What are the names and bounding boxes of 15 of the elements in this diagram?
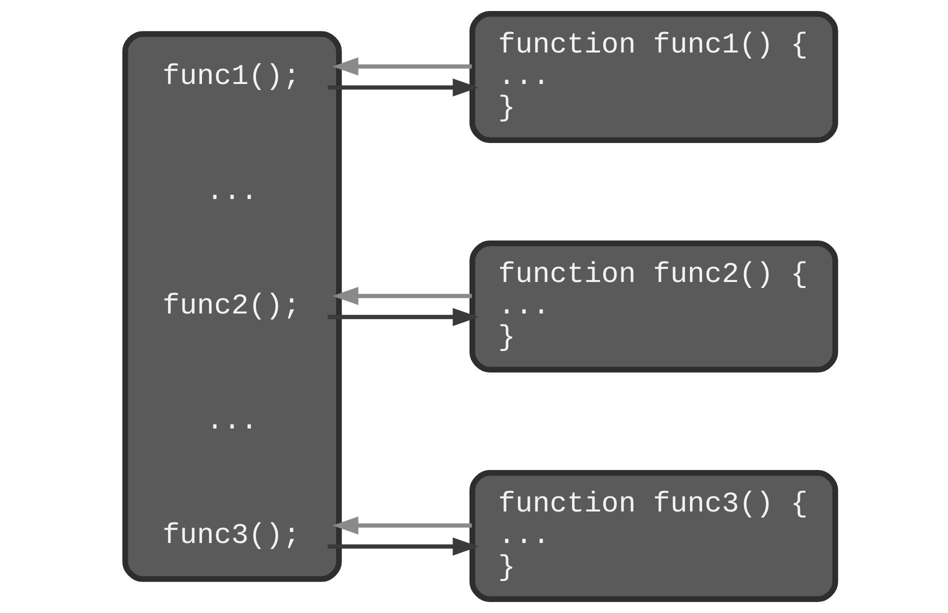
cluster <box>122 31 342 582</box>
node-box: function func2() { ... } <box>468 240 838 372</box>
arrow <box>332 516 472 535</box>
arrow <box>332 286 472 306</box>
label: ... <box>206 404 258 438</box>
node-box: function func3() { ... } <box>468 470 838 602</box>
arrow <box>327 537 478 556</box>
arrow <box>332 57 472 76</box>
node-text: func2(); <box>162 290 300 323</box>
arrow <box>327 78 478 97</box>
node-text: func3(); <box>162 519 300 552</box>
node-box: function func1() { ... } <box>468 11 838 143</box>
label: ... <box>206 174 258 208</box>
node-text: func1(); <box>162 60 300 94</box>
arrow <box>327 308 478 326</box>
